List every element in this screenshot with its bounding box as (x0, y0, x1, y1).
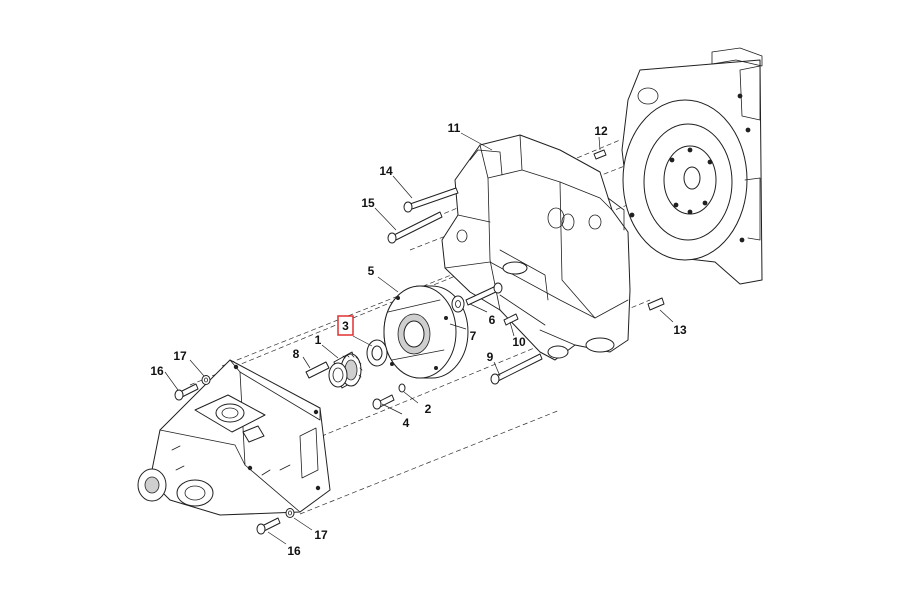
part-14-long-stud (403, 187, 459, 213)
part-12-pin (593, 149, 607, 160)
callout-16-lower: 16 (287, 544, 301, 558)
leader-lines (164, 132, 674, 545)
callout-13: 13 (673, 323, 687, 337)
callout-14: 14 (379, 164, 393, 178)
callout-5: 5 (368, 264, 375, 278)
part-9-long-bolt (490, 353, 543, 385)
callout-2: 2 (425, 402, 432, 416)
callout-7: 7 (470, 329, 477, 343)
callout-8: 8 (293, 347, 300, 361)
part-16-bolt-lower (256, 517, 281, 535)
part-17-washer-lower (285, 508, 295, 518)
part-13-pin (647, 297, 665, 311)
engine-flywheel-housing (621, 47, 763, 285)
callout-1: 1 (315, 333, 322, 347)
callout-17-lower: 17 (314, 528, 328, 542)
callout-3: 3 (342, 319, 349, 333)
part-4-bolt (372, 394, 395, 410)
callout-6: 6 (489, 313, 496, 327)
part-11-bracket-housing (441, 134, 631, 361)
part-17-washer-upper (201, 375, 211, 385)
hydraulic-pump (137, 359, 331, 516)
part-7-bolt (465, 282, 503, 306)
callout-4: 4 (403, 416, 410, 430)
callout-17-upper: 17 (173, 349, 187, 363)
part-8-dowel-pin (305, 361, 330, 379)
part-10-pin (503, 313, 519, 326)
callout-labels: 1 2 3 4 5 6 7 8 9 10 11 12 13 14 15 16 1… (150, 121, 687, 558)
callout-3-highlight-box[interactable] (337, 315, 354, 336)
part-16-bolt-upper (174, 383, 199, 401)
callout-15: 15 (361, 196, 375, 210)
callout-9: 9 (487, 350, 494, 364)
callout-10: 10 (512, 335, 526, 349)
callout-11: 11 (448, 121, 461, 135)
part-1-splined-coupling (328, 351, 363, 389)
part-6-washer (451, 295, 465, 313)
callout-16-upper: 16 (150, 364, 164, 378)
part-15-long-stud (387, 211, 443, 244)
part-3-bearing-ring (366, 339, 388, 367)
callout-12: 12 (594, 124, 608, 138)
part-2-washer (398, 383, 406, 393)
